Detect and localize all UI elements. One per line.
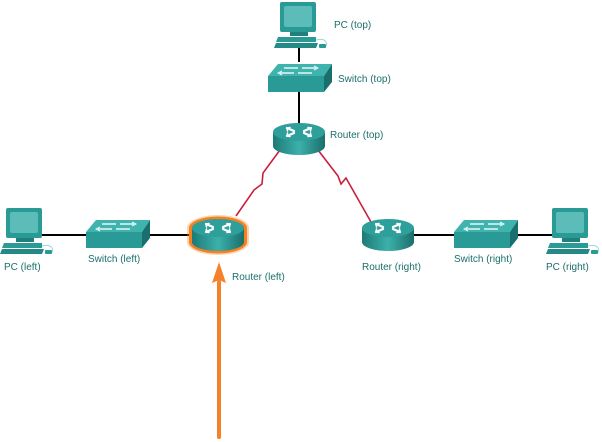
arrow-pointer-icon: [212, 262, 226, 439]
switch-left-icon[interactable]: [85, 219, 151, 249]
pc-top-label: PC (top): [334, 20, 371, 31]
router-right-label: Router (right): [362, 262, 421, 273]
switch-top-icon[interactable]: [267, 63, 333, 93]
serial-link-top-right: [317, 149, 372, 223]
router-top-icon[interactable]: [271, 121, 327, 157]
pc-left-label: PC (left): [4, 262, 41, 273]
pc-right-label: PC (right): [546, 262, 589, 273]
router-left-label: Router (left): [232, 272, 285, 283]
router-top-label: Router (top): [330, 130, 383, 141]
router-right-icon[interactable]: [360, 217, 416, 253]
pc-left-icon[interactable]: [0, 207, 54, 255]
switch-right-icon[interactable]: [453, 219, 519, 249]
switch-right-label: Switch (right): [454, 254, 512, 265]
pc-top-icon[interactable]: [273, 1, 328, 49]
serial-links: [235, 149, 372, 223]
switch-left-label: Switch (left): [88, 254, 140, 265]
pc-right-icon[interactable]: [545, 207, 600, 255]
switch-top-label: Switch (top): [338, 74, 391, 85]
serial-link-top-left: [235, 149, 281, 217]
ethernet-links: [40, 48, 552, 236]
router-left-icon[interactable]: [187, 215, 249, 255]
